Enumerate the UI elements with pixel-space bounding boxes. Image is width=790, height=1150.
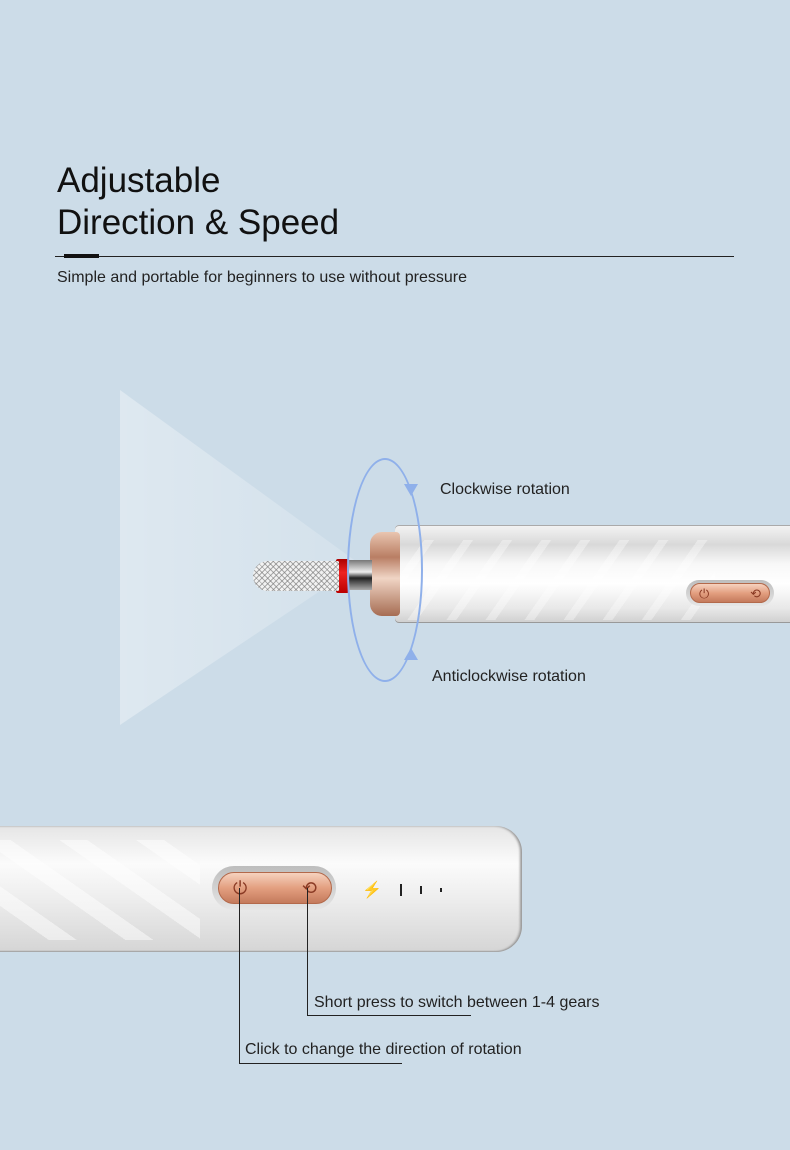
clockwise-label: Clockwise rotation [440,481,570,498]
direction-callout-horizontal [239,1063,402,1064]
drill-pen-body [395,525,790,623]
rotation-ring [347,458,423,682]
clockwise-arrow-icon [404,484,418,496]
gear-callout-vertical [307,888,308,1015]
control-buttons: ⏻ ⟲ [218,872,332,904]
pen-closeup-texture [0,840,200,940]
anticlockwise-arrow-icon [404,648,418,660]
nail-drill-bit [253,561,339,591]
title-divider-accent [64,254,99,258]
anticlockwise-label: Anticlockwise rotation [432,668,586,685]
gear-bar-3 [439,888,442,892]
lightning-icon: ⚡ [362,882,382,899]
title-divider [55,256,734,257]
power-icon: ⏻ [699,585,710,601]
gear-bar-2 [419,886,422,894]
direction-button-power-icon[interactable]: ⏻ [233,878,248,898]
page-title: Adjustable Direction & Speed [57,160,339,244]
direction-callout-vertical [239,888,240,1063]
gear-indicators: ⚡ [362,880,442,900]
gear-button-rotate-icon[interactable]: ⟲ [301,878,317,898]
subtitle: Simple and portable for beginners to use… [57,269,468,286]
title-line-1: Adjustable [57,161,221,200]
title-line-2: Direction & Speed [57,203,340,242]
gear-bar-1 [399,884,402,896]
small-control-buttons: ⏻ ⟲ [690,583,770,603]
gear-callout-horizontal [307,1015,471,1016]
direction-callout-text: Click to change the direction of rotatio… [245,1041,522,1058]
pen-texture [395,540,715,620]
bit-red-ring [336,559,349,593]
light-beam [120,390,360,725]
gears-callout-text: Short press to switch between 1-4 gears [314,994,600,1011]
rotate-icon: ⟲ [750,585,761,601]
